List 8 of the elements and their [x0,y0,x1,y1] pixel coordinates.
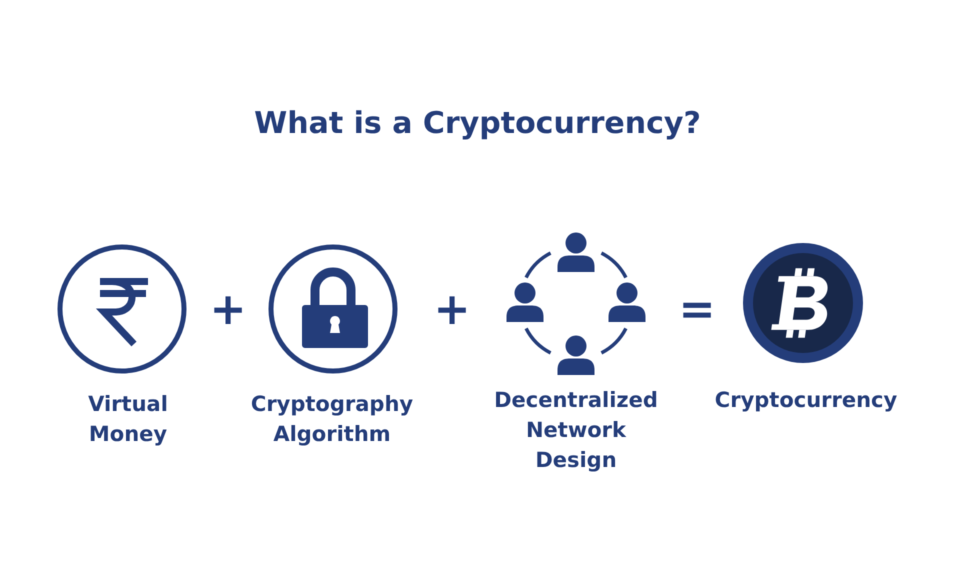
page-title: What is a Cryptocurrency? [253,105,702,143]
equals-sign: = [678,285,716,335]
caption-text: Virtual Money [87,391,169,448]
plus-sign: + [208,285,248,335]
plus-sign: + [432,285,472,335]
caption-text: Cryptocurrency [714,387,898,414]
caption-text: Decentralized Network Design [493,387,659,474]
caption-text: Cryptography Algorithm [250,391,414,448]
